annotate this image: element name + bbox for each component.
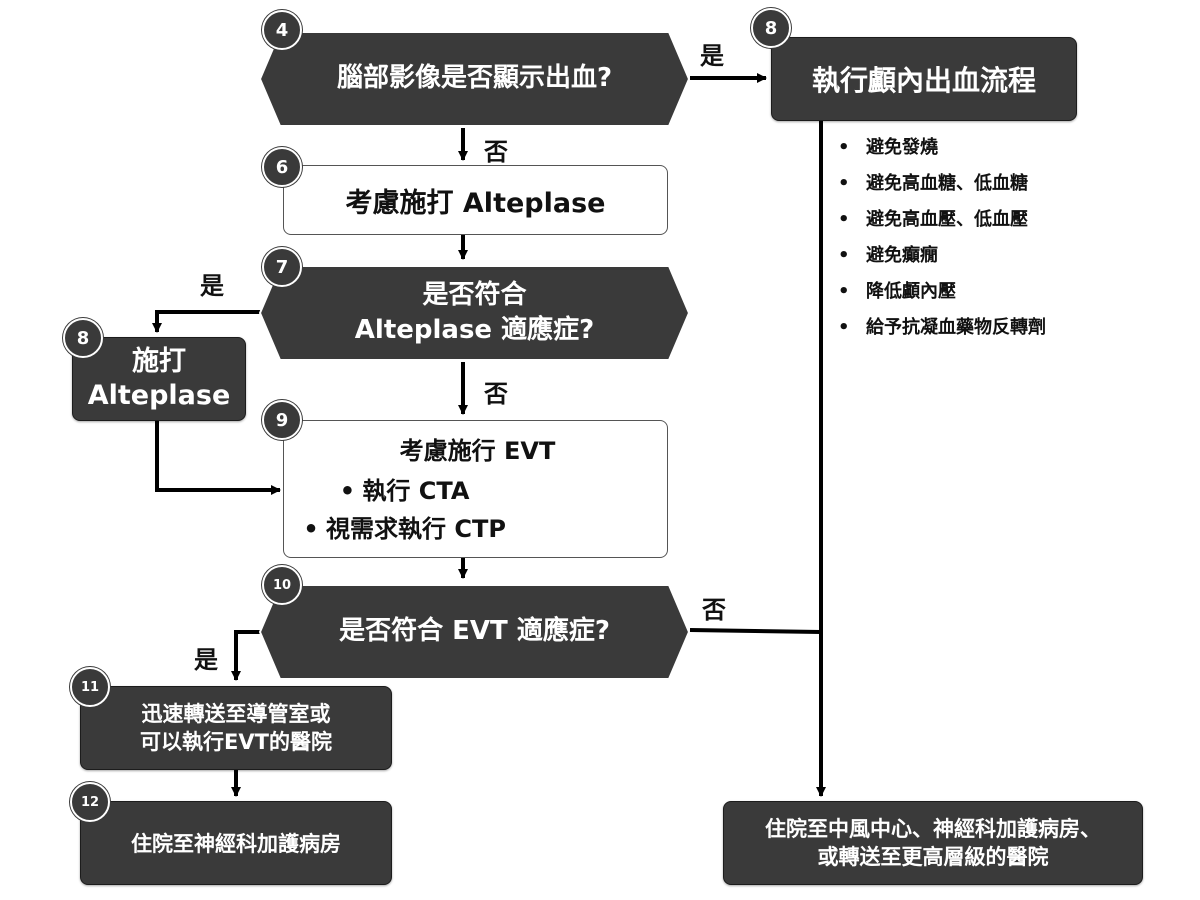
stroke-center-node: 住院至中風中心、神經科加護病房、 或轉送至更高層級的醫院 — [723, 801, 1143, 885]
step-badge-6: 6 — [262, 147, 302, 187]
consider-evt-node: 考慮施行 EVT •執行 CTA •視需求執行 CTP — [283, 420, 668, 558]
transfer-cath-lab-line1: 迅速轉送至導管室或 — [141, 701, 331, 726]
step-badge-4: 4 — [262, 10, 302, 50]
neuro-icu-text: 住院至神經科加護病房 — [131, 832, 341, 856]
ich-measures-list: •避免發燒 •避免高血糖、低血糖 •避免高血壓、低血壓 •避免癲癇 •降低顱內壓… — [838, 130, 1046, 346]
ich-measure-item: •給予抗凝血藥物反轉劑 — [838, 317, 1046, 338]
consider-evt-list: •執行 CTA •視需求執行 CTP — [288, 472, 506, 548]
stroke-center-line1: 住院至中風中心、神經科加護病房、 — [765, 816, 1101, 841]
alteplase-indication-line1: 是否符合 — [422, 279, 527, 310]
edge-label-hemorrhage-no: 否 — [484, 138, 508, 166]
consider-alteplase-text: 考慮施打 Alteplase — [345, 187, 606, 219]
consider-alteplase-node: 考慮施打 Alteplase — [283, 165, 668, 235]
alteplase-indication-node: 是否符合 Alteplase 適應症? — [258, 264, 691, 362]
ich-measure-item: •降低顱內壓 — [838, 281, 956, 302]
neuro-icu-node: 住院至神經科加護病房 — [80, 801, 392, 885]
transfer-cath-lab-node: 迅速轉送至導管室或 可以執行EVT的醫院 — [80, 686, 392, 770]
hemorrhage-question-node: 腦部影像是否顯示出血? — [258, 30, 691, 128]
ich-measure-item: •避免高血壓、低血壓 — [838, 209, 1028, 230]
step-badge-10: 10 — [262, 565, 302, 605]
edge-label-alteplase-yes: 是 — [200, 272, 224, 300]
evt-indication-text: 是否符合 EVT 適應症? — [339, 616, 610, 647]
ich-measure-item: •避免高血糖、低血糖 — [838, 173, 1028, 194]
edge-label-alteplase-no: 否 — [484, 380, 508, 408]
alteplase-indication-line2: Alteplase 適應症? — [354, 315, 595, 345]
consider-evt-title: 考慮施行 EVT — [399, 436, 556, 465]
hemorrhage-question-text: 腦部影像是否顯示出血? — [336, 63, 613, 94]
step-badge-11: 11 — [70, 667, 110, 707]
step-badge-12: 12 — [70, 782, 110, 822]
consider-evt-item: •執行 CTA — [339, 476, 470, 505]
ich-protocol-text: 執行顱內出血流程 — [811, 64, 1036, 97]
edge-label-evt-no: 否 — [702, 596, 726, 624]
transfer-cath-lab-line2: 可以執行EVT的醫院 — [140, 730, 332, 754]
arrow-give-alteplase-to-evt — [155, 420, 281, 495]
ich-measure-item: •避免癲癇 — [838, 245, 938, 266]
ich-protocol-node: 執行顱內出血流程 — [771, 37, 1077, 121]
step-badge-7: 7 — [262, 247, 302, 287]
stroke-center-line2: 或轉送至更高層級的醫院 — [817, 845, 1049, 869]
line-evt-no — [689, 628, 822, 634]
step-badge-9: 9 — [262, 400, 302, 440]
evt-indication-node: 是否符合 EVT 適應症? — [258, 583, 691, 681]
consider-evt-item: •視需求執行 CTP — [303, 514, 506, 543]
ich-measure-item: •避免發燒 — [838, 137, 938, 158]
give-alteplase-node: 施打 Alteplase — [72, 337, 246, 421]
arrow-alteplase-yes — [152, 310, 262, 333]
arrow-evt-yes — [231, 630, 262, 681]
edge-label-evt-yes: 是 — [194, 646, 218, 674]
give-alteplase-line2: Alteplase — [87, 380, 231, 411]
edge-label-hemorrhage-yes: 是 — [700, 42, 724, 70]
give-alteplase-line1: 施打 — [132, 346, 186, 378]
step-badge-8-alteplase: 8 — [63, 318, 103, 358]
step-badge-8-ich: 8 — [751, 8, 791, 48]
